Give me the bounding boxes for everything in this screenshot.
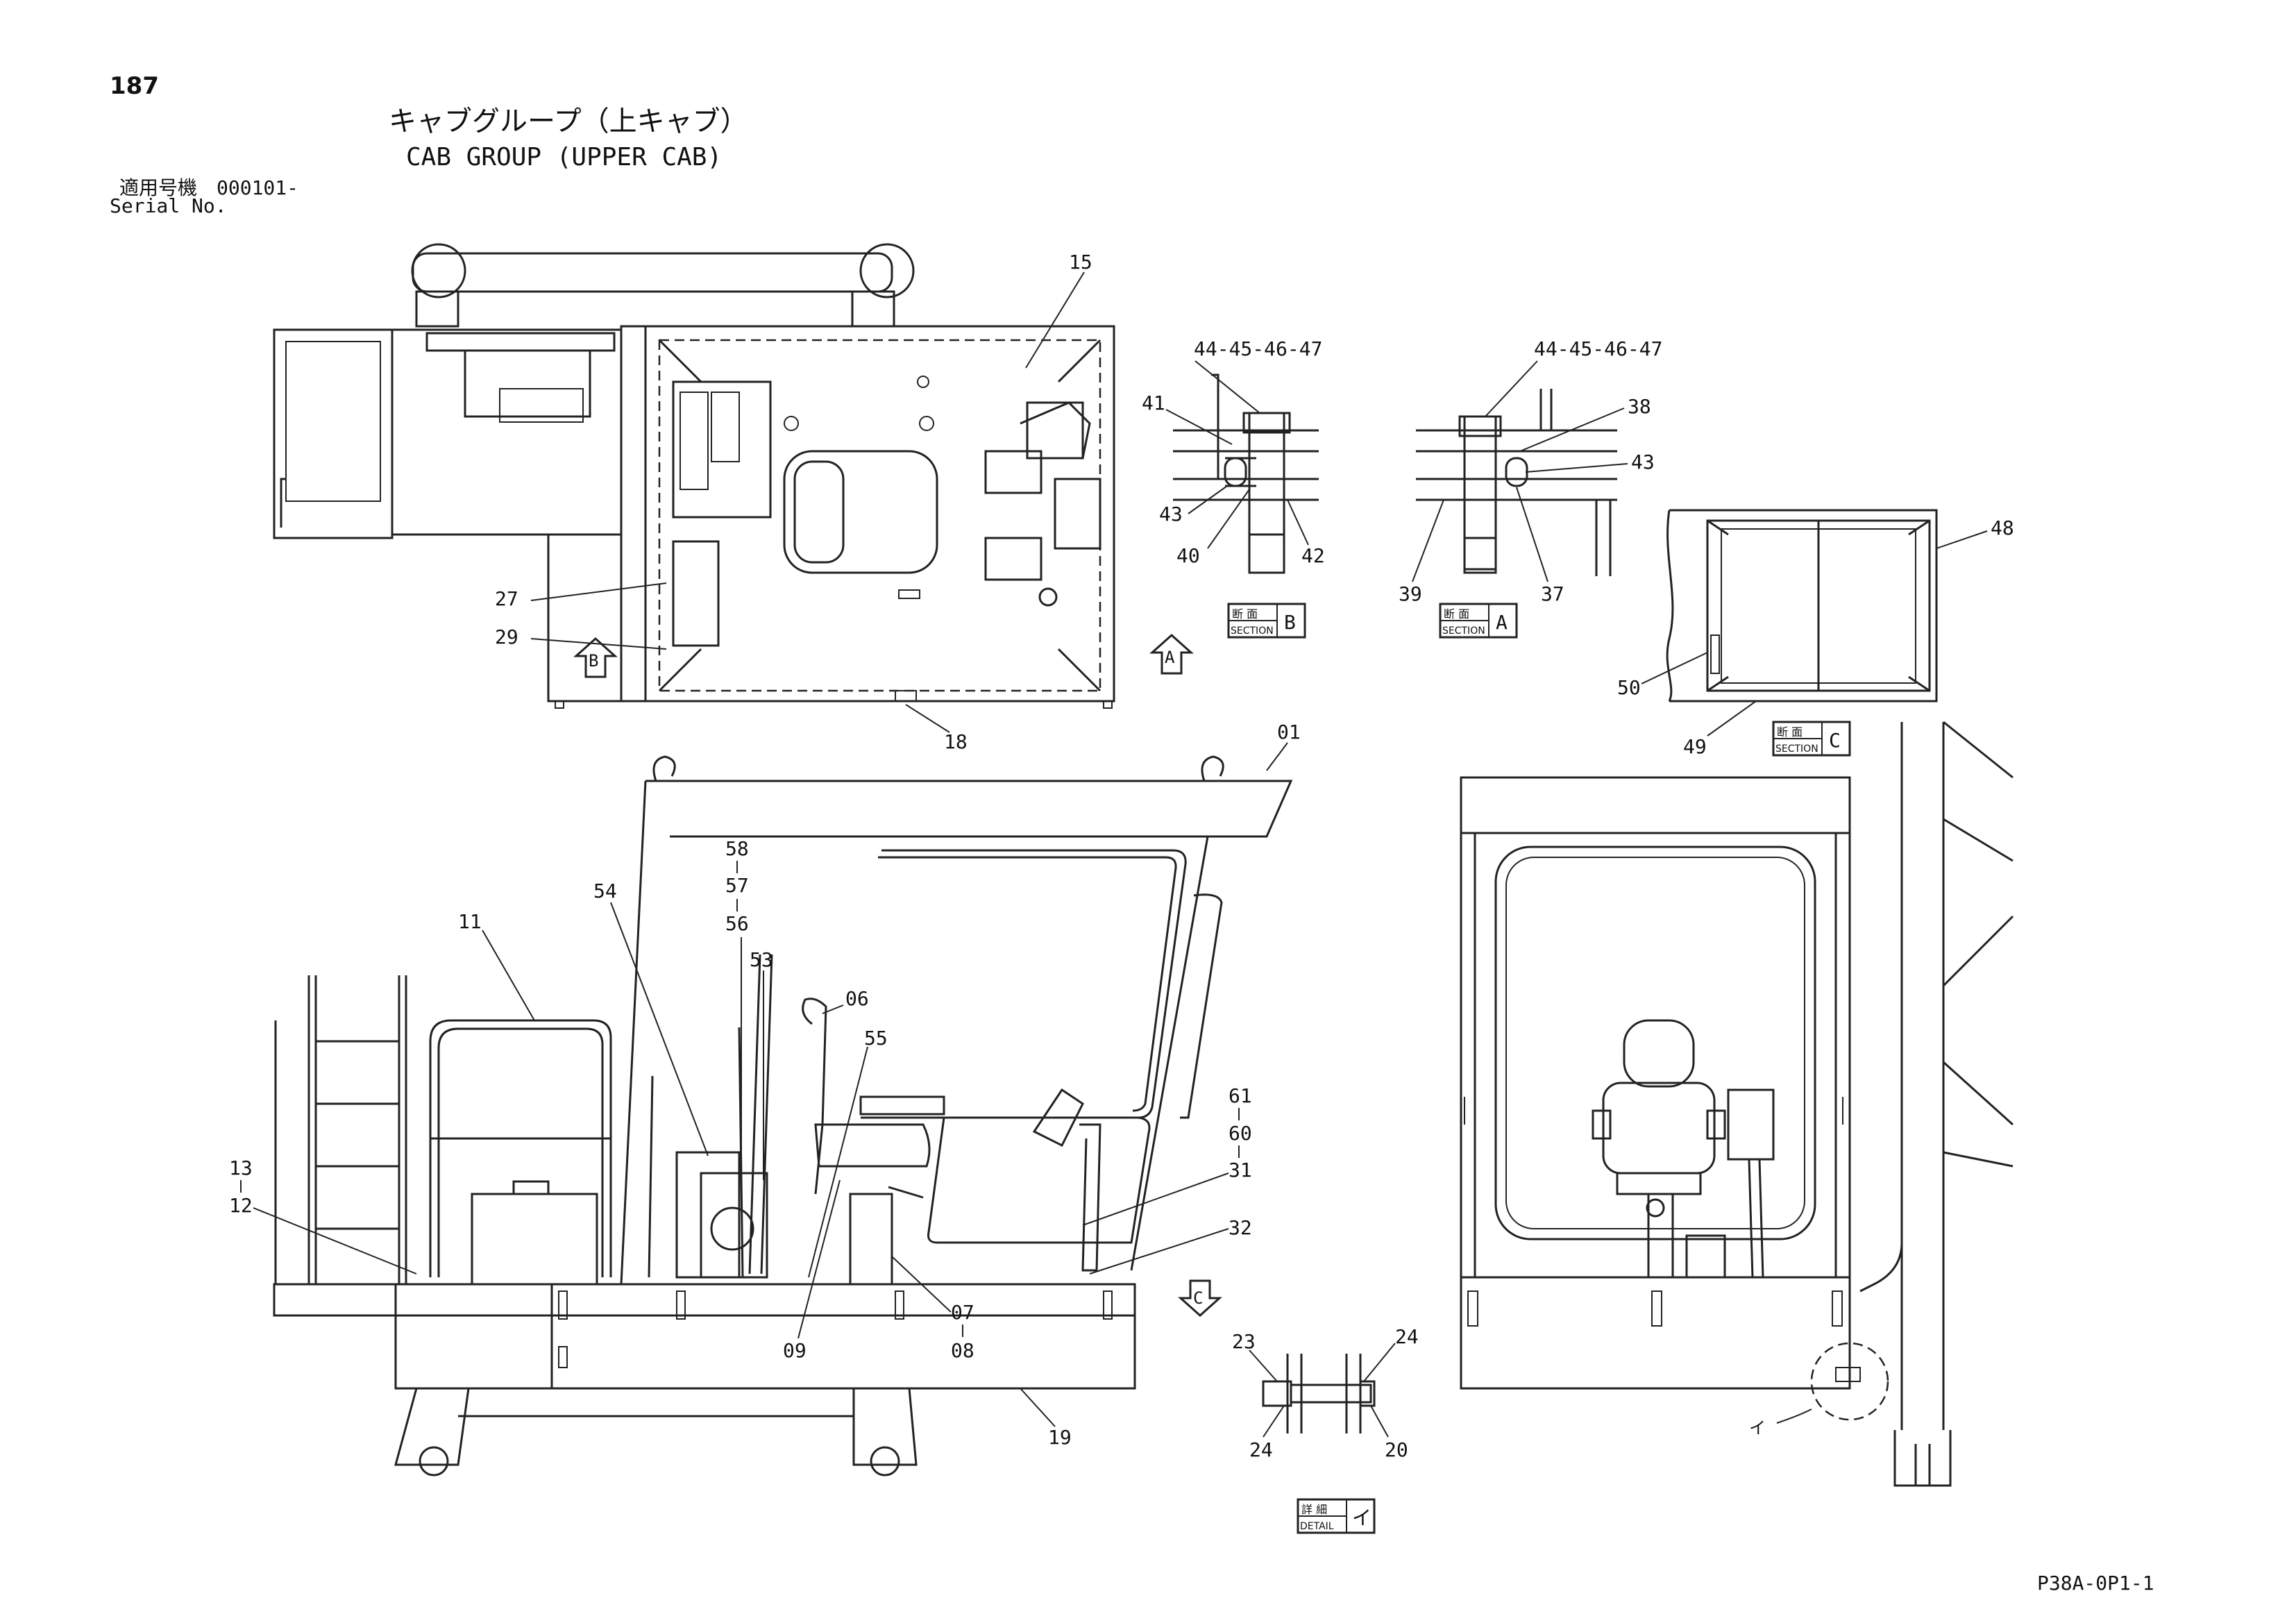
callout-09: 09 <box>783 1339 807 1362</box>
callout-12: 12 <box>229 1194 253 1217</box>
serial-value: 000101- <box>217 176 298 199</box>
callout-42: 42 <box>1301 544 1325 567</box>
callout-32: 32 <box>1229 1216 1252 1239</box>
view-arrow-a: A <box>1165 648 1175 667</box>
section-a-tag-en: SECTION <box>1442 625 1485 637</box>
callout-23: 23 <box>1232 1330 1256 1353</box>
callout-43-left: 43 <box>1159 503 1183 525</box>
callout-41: 41 <box>1142 392 1165 414</box>
detail-tag-letter: イ <box>1352 1506 1371 1529</box>
section-b-tag-letter: B <box>1284 611 1296 634</box>
detail-view: 23 24 24 20 詳 細 DETAIL イ <box>1232 1325 1419 1534</box>
section-b-tag-jp: 断 面 <box>1232 607 1258 621</box>
callout-57: 57 <box>725 874 749 897</box>
callout-37: 37 <box>1541 582 1564 605</box>
side-view-callouts: 01 58 57 56 54 53 11 06 55 13 12 61 60 3… <box>229 721 1301 1449</box>
callout-27: 27 <box>495 587 518 610</box>
top-view <box>273 243 1115 709</box>
callout-44-47-left: 44-45-46-47 <box>1194 337 1322 360</box>
section-c-view: 48 50 49 断 面 SECTION C <box>1617 509 2014 758</box>
callout-01: 01 <box>1277 721 1301 743</box>
callout-61: 61 <box>1229 1084 1252 1107</box>
section-b-view: 44-45-46-47 41 43 40 42 断 面 SECTION B <box>1142 337 1325 639</box>
callout-18: 18 <box>944 730 968 753</box>
section-c-tag-jp: 断 面 <box>1777 725 1803 739</box>
callout-48: 48 <box>1991 516 2014 539</box>
callout-13: 13 <box>229 1157 253 1179</box>
callout-50: 50 <box>1617 676 1641 699</box>
section-a-tag-jp: 断 面 <box>1444 607 1469 621</box>
callout-55: 55 <box>864 1027 888 1050</box>
callout-39: 39 <box>1399 582 1422 605</box>
section-a-view: 44-45-46-47 38 43 39 37 断 面 SECTION A <box>1399 337 1662 639</box>
callout-11: 11 <box>458 910 482 933</box>
callout-19: 19 <box>1048 1426 1072 1449</box>
section-c-tag-letter: C <box>1829 729 1841 752</box>
detail-tag-en: DETAIL <box>1300 1521 1334 1532</box>
drawing-code: P38A-0P1-1 <box>2037 1572 2154 1595</box>
section-a-tag-letter: A <box>1496 611 1508 634</box>
detail-tag-jp: 詳 細 <box>1301 1503 1327 1516</box>
callout-54: 54 <box>593 880 617 902</box>
callout-31: 31 <box>1229 1159 1252 1181</box>
callout-44-47-right: 44-45-46-47 <box>1534 337 1662 360</box>
callout-07: 07 <box>951 1301 974 1324</box>
title-japanese: キャブグループ（上キャブ） <box>389 106 748 137</box>
page-number: 187 <box>110 72 159 100</box>
callout-43-right: 43 <box>1631 451 1655 473</box>
callout-53: 53 <box>750 948 773 971</box>
side-view <box>273 755 1293 1477</box>
callout-29: 29 <box>495 625 518 648</box>
callout-49: 49 <box>1683 735 1707 758</box>
callout-24-top: 24 <box>1395 1325 1419 1348</box>
title-english: CAB GROUP (UPPER CAB) <box>406 143 722 171</box>
section-c-tag-en: SECTION <box>1775 743 1818 755</box>
callout-15: 15 <box>1069 251 1092 274</box>
rear-view: イ <box>1460 721 2014 1487</box>
serial-label-english: Serial No. <box>110 194 227 217</box>
callout-60: 60 <box>1229 1122 1252 1145</box>
callout-24-bottom: 24 <box>1249 1438 1273 1461</box>
section-b-tag-en: SECTION <box>1231 625 1274 637</box>
callout-20: 20 <box>1385 1438 1408 1461</box>
callout-38: 38 <box>1628 395 1651 418</box>
callout-58: 58 <box>725 837 749 860</box>
callout-08: 08 <box>951 1339 974 1362</box>
view-arrow-c: C <box>1193 1288 1203 1308</box>
view-arrow-detail: イ <box>1749 1418 1766 1438</box>
callout-40: 40 <box>1176 544 1200 567</box>
serial-label-japanese: 適用号機 <box>119 176 197 199</box>
view-arrow-b: B <box>589 651 598 671</box>
callout-56: 56 <box>725 912 749 935</box>
callout-06: 06 <box>845 987 869 1010</box>
top-view-callouts: 15 27 29 18 B A <box>495 251 1194 753</box>
